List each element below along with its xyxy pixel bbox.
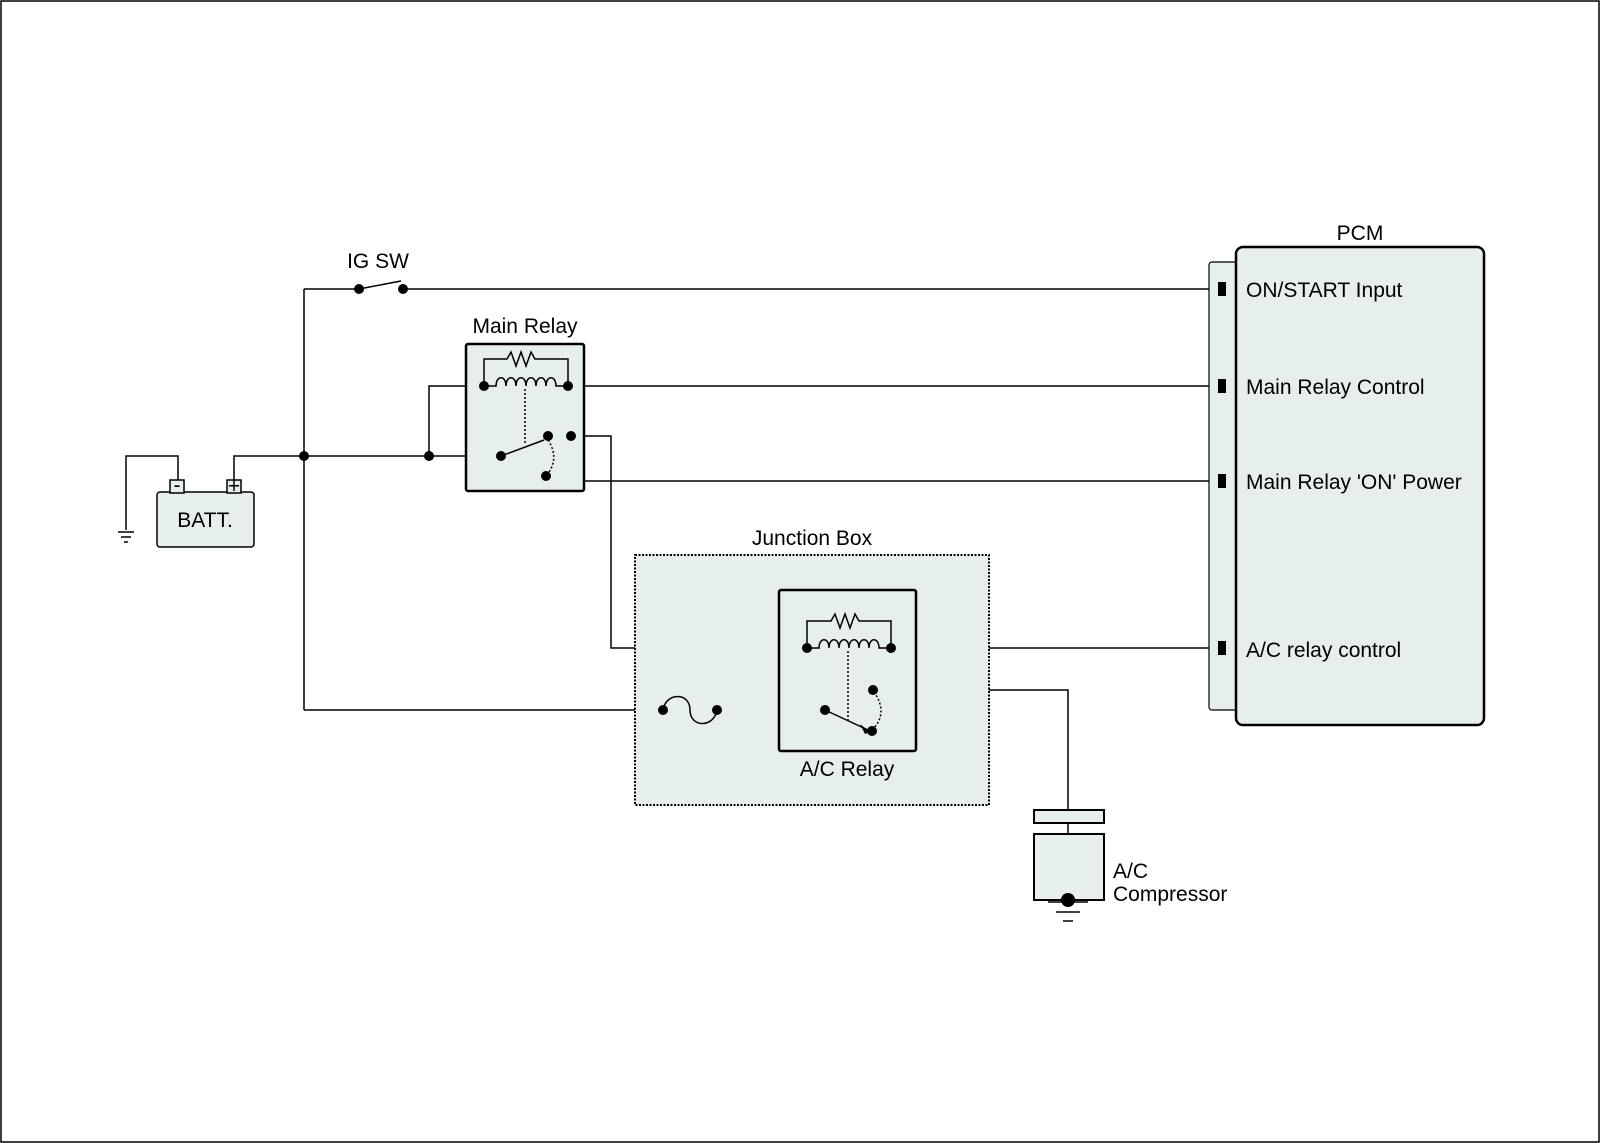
battery-ground-icon [118,531,134,543]
junction-box-label: Junction Box [752,527,873,550]
ac-relay: A/C Relay [777,588,918,781]
pcm-body [1234,245,1486,727]
pcm-pin-on-start-input: ON/START Input [1246,279,1403,302]
ac-relay-label: A/C Relay [800,758,895,781]
pcm: PCM ON/START Input Main Relay Control Ma… [1208,222,1486,727]
wire-main-relay-on-power [548,435,1218,482]
pcm-pin-main-relay-control: Main Relay Control [1246,376,1425,399]
pcm-label: PCM [1337,222,1384,245]
battery: - + BATT. [156,474,255,548]
ac-compressor-label-line2: Compressor [1113,883,1227,906]
junction-dot-main-bus [299,451,309,461]
ac-compressor-label-line1: A/C [1113,860,1148,883]
main-relay-label: Main Relay [472,315,578,338]
main-relay: Main Relay [464,315,586,493]
pcm-pin-marker [1218,379,1226,393]
ig-switch: IG SW [347,250,409,294]
pcm-pin-marker [1218,282,1226,296]
fuse-icon [662,695,718,725]
ig-sw-label: IG SW [347,250,409,273]
battery-neg-label: - [174,474,181,497]
pcm-pin-main-relay-on-power: Main Relay 'ON' Power [1246,471,1462,494]
wire-batt-neg-ground [125,455,179,530]
junction-dot-relay-feed [424,451,434,461]
pcm-pin-marker [1218,641,1226,655]
battery-pos-label: + [228,475,240,498]
pcm-pin-ac-relay-control: A/C relay control [1246,639,1401,662]
ac-compressor: A/C Compressor [1033,809,1227,922]
pcm-pin-marker [1218,474,1226,488]
battery-label: BATT. [177,509,233,532]
wire-batt-pos [233,455,304,482]
